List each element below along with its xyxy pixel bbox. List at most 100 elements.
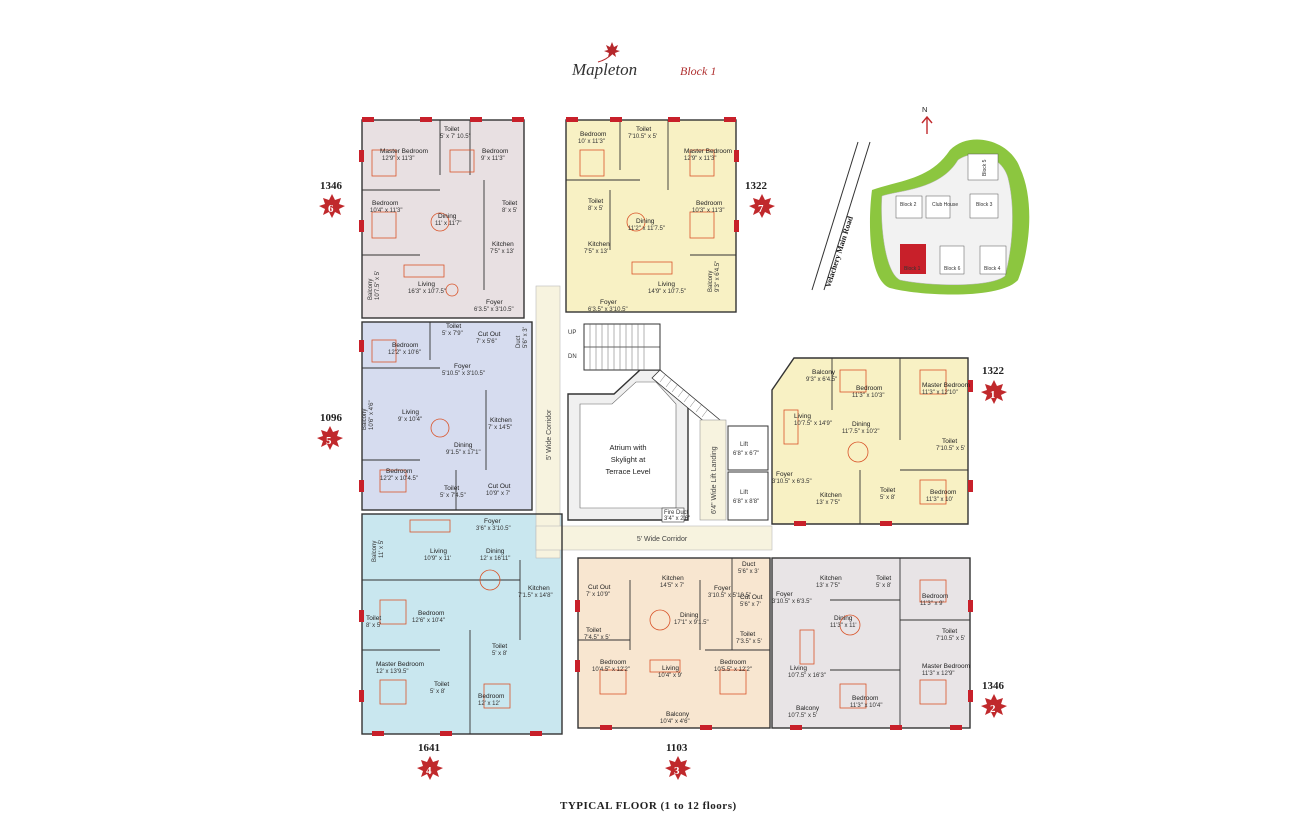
north-arrow-icon — [921, 115, 933, 134]
u5-dining-size: 9'1.5" x 17'1" — [446, 450, 481, 456]
u3-bed2-size: 10'5.5" x 12'2" — [714, 667, 752, 673]
floor-caption: TYPICAL FLOOR (1 to 12 floors) — [560, 800, 737, 812]
u3-duct-size: 5'6" x 3' — [738, 569, 759, 575]
u3-cutout2: Cut Out — [740, 594, 763, 601]
u7-kitchen-size: 7'5" x 13' — [584, 249, 608, 255]
core: UP DN Lift 6'8" x 6'7" Lift 6'8" x 8'8" … — [535, 285, 773, 559]
unit-5-floor — [362, 322, 532, 510]
u2-bed2: Bedroom — [852, 695, 878, 702]
u3-balcony-size: 10'4" x 4'6" — [660, 719, 690, 725]
u5-bed1: Bedroom — [392, 342, 418, 349]
u3-toilet-size: 7'4.5" x 5' — [584, 635, 610, 641]
u6-bed2-size: 10'4" x 11'3" — [370, 208, 402, 214]
u2-living: Living — [790, 665, 807, 672]
u1-foyer: Foyer — [776, 471, 793, 478]
atrium-line-3: Terrace Level — [605, 467, 650, 476]
u7-toilet2-size: 8' x 5' — [588, 206, 603, 212]
u4-toilet2: Toilet — [434, 681, 449, 688]
u1-toilet2: Toilet — [880, 487, 895, 494]
u4-bed2: Bedroom — [478, 693, 504, 700]
room-labels-unit-3: Cut Out 7' x 10'9" Kitchen 14'5" x 7' Fo… — [584, 561, 763, 725]
site-label-block5: Block 5 — [982, 159, 988, 176]
corridor-h-label: 5' Wide Corridor — [637, 536, 688, 543]
u5-toilet2-size: 5' x 7'4.5" — [440, 493, 466, 499]
u2-dining-size: 11'3" x 11' — [830, 623, 857, 629]
fire-duct-size: 3'4" x 2'6" — [664, 516, 690, 522]
u4-dining-size: 12' x 16'11" — [480, 556, 510, 562]
u6-dining-size: 11' x 11'7" — [435, 221, 462, 227]
u1-bed1: Bedroom — [856, 385, 882, 392]
u5-living-size: 9' x 10'4" — [398, 417, 422, 423]
maple-leaf-1-icon — [981, 380, 1007, 404]
room-labels-unit-5: Toilet 5' x 7'9" Cut Out 7' x 5'6" Duct … — [362, 323, 529, 499]
room-labels-unit-1: Balcony 9'3" x 6'4.5" Bedroom 11'3" x 10… — [772, 369, 970, 506]
u3-living-size: 10'4" x 9' — [658, 673, 682, 679]
u7-kitchen: Kitchen — [588, 241, 610, 248]
u7-master-size: 12'9" x 11'3" — [684, 156, 716, 162]
u5-balcony: Balcony — [362, 409, 368, 430]
u7-bed2: Bedroom — [696, 200, 722, 207]
u3-toilet: Toilet — [586, 627, 601, 634]
u6-toilet2-size: 8' x 5' — [502, 208, 517, 214]
u3-foyer-size: 3'10.5" x 5'10.5" — [708, 593, 751, 599]
u5-cutout2: Cut Out — [488, 483, 511, 490]
u2-foyer-size: 3'10.5" x 6'3.5" — [772, 599, 812, 605]
u2-kitchen: Kitchen — [820, 575, 842, 582]
unit-6-area: 1346 — [320, 180, 343, 192]
u1-balcony: Balcony — [812, 369, 836, 376]
site-label-club: Club House — [932, 202, 958, 208]
u4-bed1: Bedroom — [418, 610, 444, 617]
u6-foyer-size: 6'3.5" x 3'10.5" — [474, 307, 514, 313]
u2-toilet: Toilet — [876, 575, 891, 582]
lift-landing-label: 6'4" Wide Lift Landing — [711, 446, 718, 514]
corridor-v-label: 5' Wide Corridor — [546, 409, 553, 460]
u6-living: Living — [418, 281, 435, 288]
u3-toilet2: Toilet — [740, 631, 755, 638]
u3-living: Living — [662, 665, 679, 672]
u1-bed2: Bedroom — [930, 489, 956, 496]
unit-marker-7: 1322 7 — [745, 180, 775, 218]
u5-kitchen: Kitchen — [490, 417, 512, 424]
u1-toilet2-size: 5' x 8' — [880, 495, 895, 501]
unit-5-area: 1096 — [320, 412, 343, 424]
u2-master: Master Bedroom — [922, 663, 970, 670]
u3-cutout2-size: 5'6" x 7' — [740, 602, 761, 608]
u5-foyer: Foyer — [454, 363, 471, 370]
u5-dining: Dining — [454, 442, 473, 449]
unit-marker-5: 1096 5 — [317, 412, 343, 450]
u3-duct: Duct — [742, 561, 756, 568]
u4-toilet-size: 8' x 5' — [366, 623, 381, 629]
u5-bed1-size: 12'2" x 10'6" — [388, 350, 421, 356]
unit-marker-3: 1103 3 — [665, 742, 691, 780]
u4-toilet3: Toilet — [492, 643, 507, 650]
u4-foyer-size: 3'6" x 3'10.5" — [476, 526, 511, 532]
furniture — [371, 149, 947, 709]
u1-toilet-size: 7'10.5" x 5' — [936, 446, 965, 452]
unit-4-area: 1641 — [418, 742, 440, 754]
lift-1-size: 6'8" x 6'7" — [733, 451, 759, 457]
u6-master: Master Bedroom — [380, 148, 428, 155]
u4-kitchen-size: 7'1.5" x 14'8" — [518, 593, 553, 599]
road-label: Velachery Main Road — [823, 215, 855, 289]
site-block-1-highlight — [900, 244, 926, 274]
site-plan: N Velachery Main Road Block 2 Club House… — [811, 105, 1030, 295]
u4-toilet2-size: 5' x 8' — [430, 689, 445, 695]
site-label-block2: Block 2 — [900, 202, 917, 208]
u2-foyer: Foyer — [776, 591, 793, 598]
stair-up-label: UP — [568, 330, 576, 336]
u4-dining: Dining — [486, 548, 505, 555]
u4-kitchen: Kitchen — [528, 585, 550, 592]
u1-master: Master Bedroom — [922, 382, 970, 389]
unit-6-floor — [362, 120, 524, 318]
site-label-block3: Block 3 — [976, 202, 993, 208]
u6-master-size: 12'9" x 11'3" — [382, 156, 414, 162]
u7-foyer-size: 6'3.5" x 3'10.5" — [588, 307, 628, 313]
u3-balcony: Balcony — [666, 711, 690, 718]
u6-foyer: Foyer — [486, 299, 503, 306]
u6-kitchen-size: 7'5" x 13' — [490, 249, 514, 255]
u1-living-size: 10'7.5" x 14'9" — [794, 421, 832, 427]
u7-bed1-size: 10' x 11'3" — [578, 139, 605, 145]
u7-toilet-size: 7'10.5" x 5' — [628, 134, 657, 140]
room-labels-unit-7: Bedroom 10' x 11'3" Toilet 7'10.5" x 5' … — [578, 126, 732, 313]
